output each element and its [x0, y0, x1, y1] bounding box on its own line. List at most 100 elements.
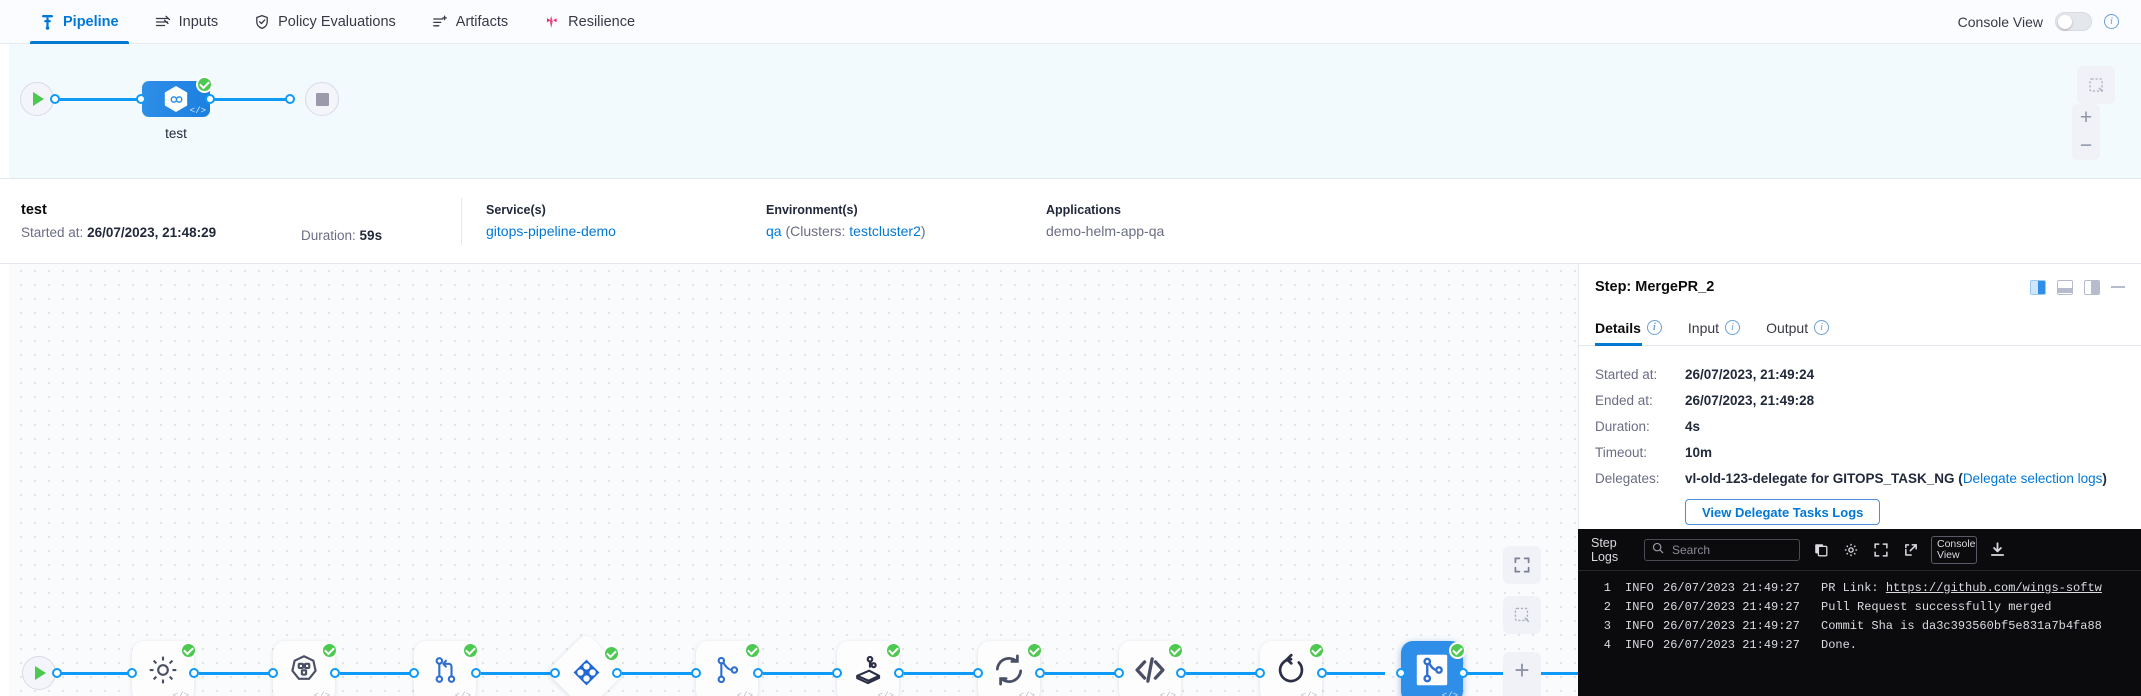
step-input-port[interactable] — [127, 668, 137, 678]
bottom-layout-icon[interactable] — [2057, 279, 2073, 295]
log-level: INFO — [1625, 580, 1654, 595]
step-input-port[interactable] — [1255, 668, 1265, 678]
graph-zoom-in-button[interactable]: + — [1514, 655, 1530, 685]
details-info-icon[interactable]: i — [1646, 320, 1662, 335]
step-input-port[interactable] — [1396, 668, 1406, 678]
step-output-port[interactable] — [1176, 668, 1186, 678]
graph-start-node[interactable] — [22, 656, 56, 690]
step-output-port[interactable] — [330, 668, 340, 678]
step-input-port[interactable] — [832, 668, 842, 678]
mini-zoom-in-button[interactable]: + — [2079, 106, 2093, 129]
open-external-icon[interactable] — [1901, 540, 1920, 559]
step-details-header: Step: MergePR_2 — [1579, 264, 2141, 310]
step-node-service[interactable]: </> — [132, 641, 194, 696]
log-timestamp: 26/07/2023 21:49:27 — [1663, 618, 1800, 633]
pipeline-end-node[interactable] — [305, 82, 339, 116]
tab-inputs[interactable]: Inputs — [137, 0, 237, 44]
tab-output[interactable]: Output i — [1766, 310, 1830, 346]
log-row[interactable]: 4 INFO 26/07/2023 21:49:27 Done. — [1578, 635, 2141, 654]
view-delegate-tasks-logs-button[interactable]: View Delegate Tasks Logs — [1685, 499, 1881, 525]
edge-2 — [340, 671, 417, 675]
download-icon[interactable] — [1988, 540, 2007, 559]
cluster-name[interactable]: testcluster2 — [849, 223, 921, 239]
delegates-suffix: ) — [2102, 471, 2107, 486]
end-node-port[interactable] — [285, 94, 295, 104]
step-input-port[interactable] — [973, 668, 983, 678]
merge-pr-icon — [1413, 651, 1451, 694]
pipeline-start-node[interactable] — [20, 82, 54, 116]
toggle-knob — [2058, 14, 2072, 29]
gear-icon[interactable] — [1841, 540, 1860, 559]
branch-update-icon — [428, 653, 462, 692]
step-output-port[interactable] — [189, 668, 199, 678]
pipeline-graph-canvas[interactable]: </> Service </> GitopsClusters </> Updat… — [0, 264, 1578, 696]
tab-artifacts[interactable]: Artifacts — [414, 0, 526, 44]
step-details-title: Step: MergePR_2 — [1595, 279, 1715, 295]
tab-pipeline[interactable]: Pipeline — [22, 0, 137, 44]
input-info-icon[interactable]: i — [1725, 320, 1741, 335]
logs-search-input[interactable] — [1670, 541, 1792, 558]
delegate-selection-logs-link[interactable]: Delegate selection logs — [1962, 471, 2103, 486]
log-message-link[interactable]: https://github.com/wings-softw — [1885, 580, 2102, 595]
step-input-port[interactable] — [1114, 668, 1124, 678]
log-row[interactable]: 1 INFO 26/07/2023 21:49:27 PR Link: http… — [1578, 578, 2141, 597]
split-right-layout-icon[interactable] — [2030, 279, 2046, 295]
tab-policy-evaluations[interactable]: Policy Evaluations — [236, 0, 414, 44]
console-view-info-icon[interactable]: i — [2104, 14, 2119, 29]
tab-output-label: Output — [1766, 319, 1809, 336]
output-info-icon[interactable]: i — [1814, 320, 1830, 335]
log-line-number: 3 — [1603, 618, 1611, 633]
mini-fit-to-screen-button[interactable] — [2077, 66, 2115, 104]
log-level: INFO — [1625, 618, 1654, 633]
step-input-port[interactable] — [550, 668, 560, 678]
graph-fit-to-screen-button[interactable] — [1503, 596, 1541, 634]
stage-code-badge: </> — [189, 106, 206, 116]
step-output-port[interactable] — [471, 668, 481, 678]
field-label: Started at: — [1595, 367, 1658, 382]
services-value[interactable]: gitops-pipeline-demo — [486, 223, 616, 239]
log-message: Done. — [1821, 637, 1858, 652]
log-line-number: 2 — [1603, 599, 1611, 614]
mini-zoom-out-button[interactable]: − — [2079, 134, 2093, 157]
step-input-port[interactable] — [691, 668, 701, 678]
tab-input[interactable]: Input i — [1688, 310, 1741, 346]
minimize-icon[interactable] — [2111, 286, 2125, 288]
step-output-port[interactable] — [1317, 668, 1327, 678]
stop-icon — [315, 92, 329, 106]
log-line-number: 1 — [1603, 580, 1611, 595]
logs-console-view-chip[interactable]: Console View — [1931, 535, 1977, 564]
graph-fullscreen-button[interactable] — [1503, 546, 1541, 584]
console-view-toggle[interactable] — [2055, 12, 2092, 31]
tab-details-label: Details — [1595, 319, 1641, 336]
right-layout-icon[interactable] — [2084, 279, 2100, 295]
edge-8 — [1186, 671, 1263, 675]
step-node-merge-pr[interactable]: </> — [696, 641, 758, 696]
step-output-port[interactable] — [1035, 668, 1045, 678]
top-navigation-bar: Pipeline Inputs Policy Evaluations — [0, 0, 2141, 44]
step-logs-title-line1: Step — [1591, 535, 1617, 550]
environment-name[interactable]: qa — [766, 223, 782, 239]
tab-resilience[interactable]: Resilience — [526, 0, 653, 44]
step-code-badge: </> — [1441, 691, 1458, 696]
started-at-value: 26/07/2023, 21:48:29 — [87, 225, 217, 240]
edge-stage-to-end — [211, 97, 290, 101]
stage-output-port[interactable] — [205, 94, 215, 104]
log-row[interactable]: 2 INFO 26/07/2023 21:49:27 Pull Request … — [1578, 597, 2141, 616]
log-row[interactable]: 3 INFO 26/07/2023 21:49:27 Commit Sha is… — [1578, 616, 2141, 635]
services-label: Service(s) — [486, 203, 546, 217]
copy-icon[interactable] — [1811, 540, 1830, 559]
tab-resilience-label: Resilience — [568, 14, 636, 30]
logs-search-box[interactable] — [1644, 538, 1800, 561]
fullscreen-icon[interactable] — [1871, 540, 1890, 559]
step-output-port[interactable] — [894, 668, 904, 678]
step-output-port[interactable] — [1458, 668, 1468, 678]
step-output-port[interactable] — [612, 668, 622, 678]
step-output-port[interactable] — [753, 668, 763, 678]
start-node-port[interactable] — [50, 94, 60, 104]
graph-start-port[interactable] — [52, 668, 62, 678]
step-input-port[interactable] — [268, 668, 278, 678]
tab-details[interactable]: Details i — [1595, 310, 1662, 346]
graph-zoom-out-button[interactable]: − — [1503, 689, 1541, 696]
step-input-port[interactable] — [409, 668, 419, 678]
stage-input-port[interactable] — [136, 94, 146, 104]
